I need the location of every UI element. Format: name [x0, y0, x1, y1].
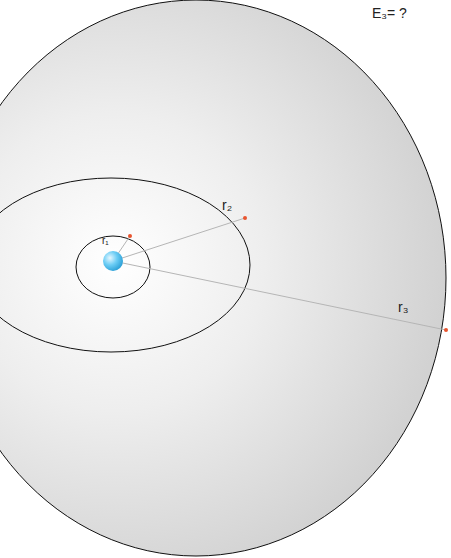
field-label: E₃= ? [372, 6, 407, 20]
inner-sphere [76, 236, 150, 298]
radius-label: r₃ [398, 300, 408, 314]
point-dot [444, 328, 448, 332]
radius-label: r₂ [222, 198, 232, 212]
radius-line [113, 261, 446, 330]
radius-label: r₁ [102, 236, 109, 246]
point-dot [243, 216, 247, 220]
radius-line [113, 218, 245, 261]
point-dot [128, 234, 132, 238]
charge-sphere [103, 251, 123, 271]
middle-sphere [0, 178, 250, 352]
